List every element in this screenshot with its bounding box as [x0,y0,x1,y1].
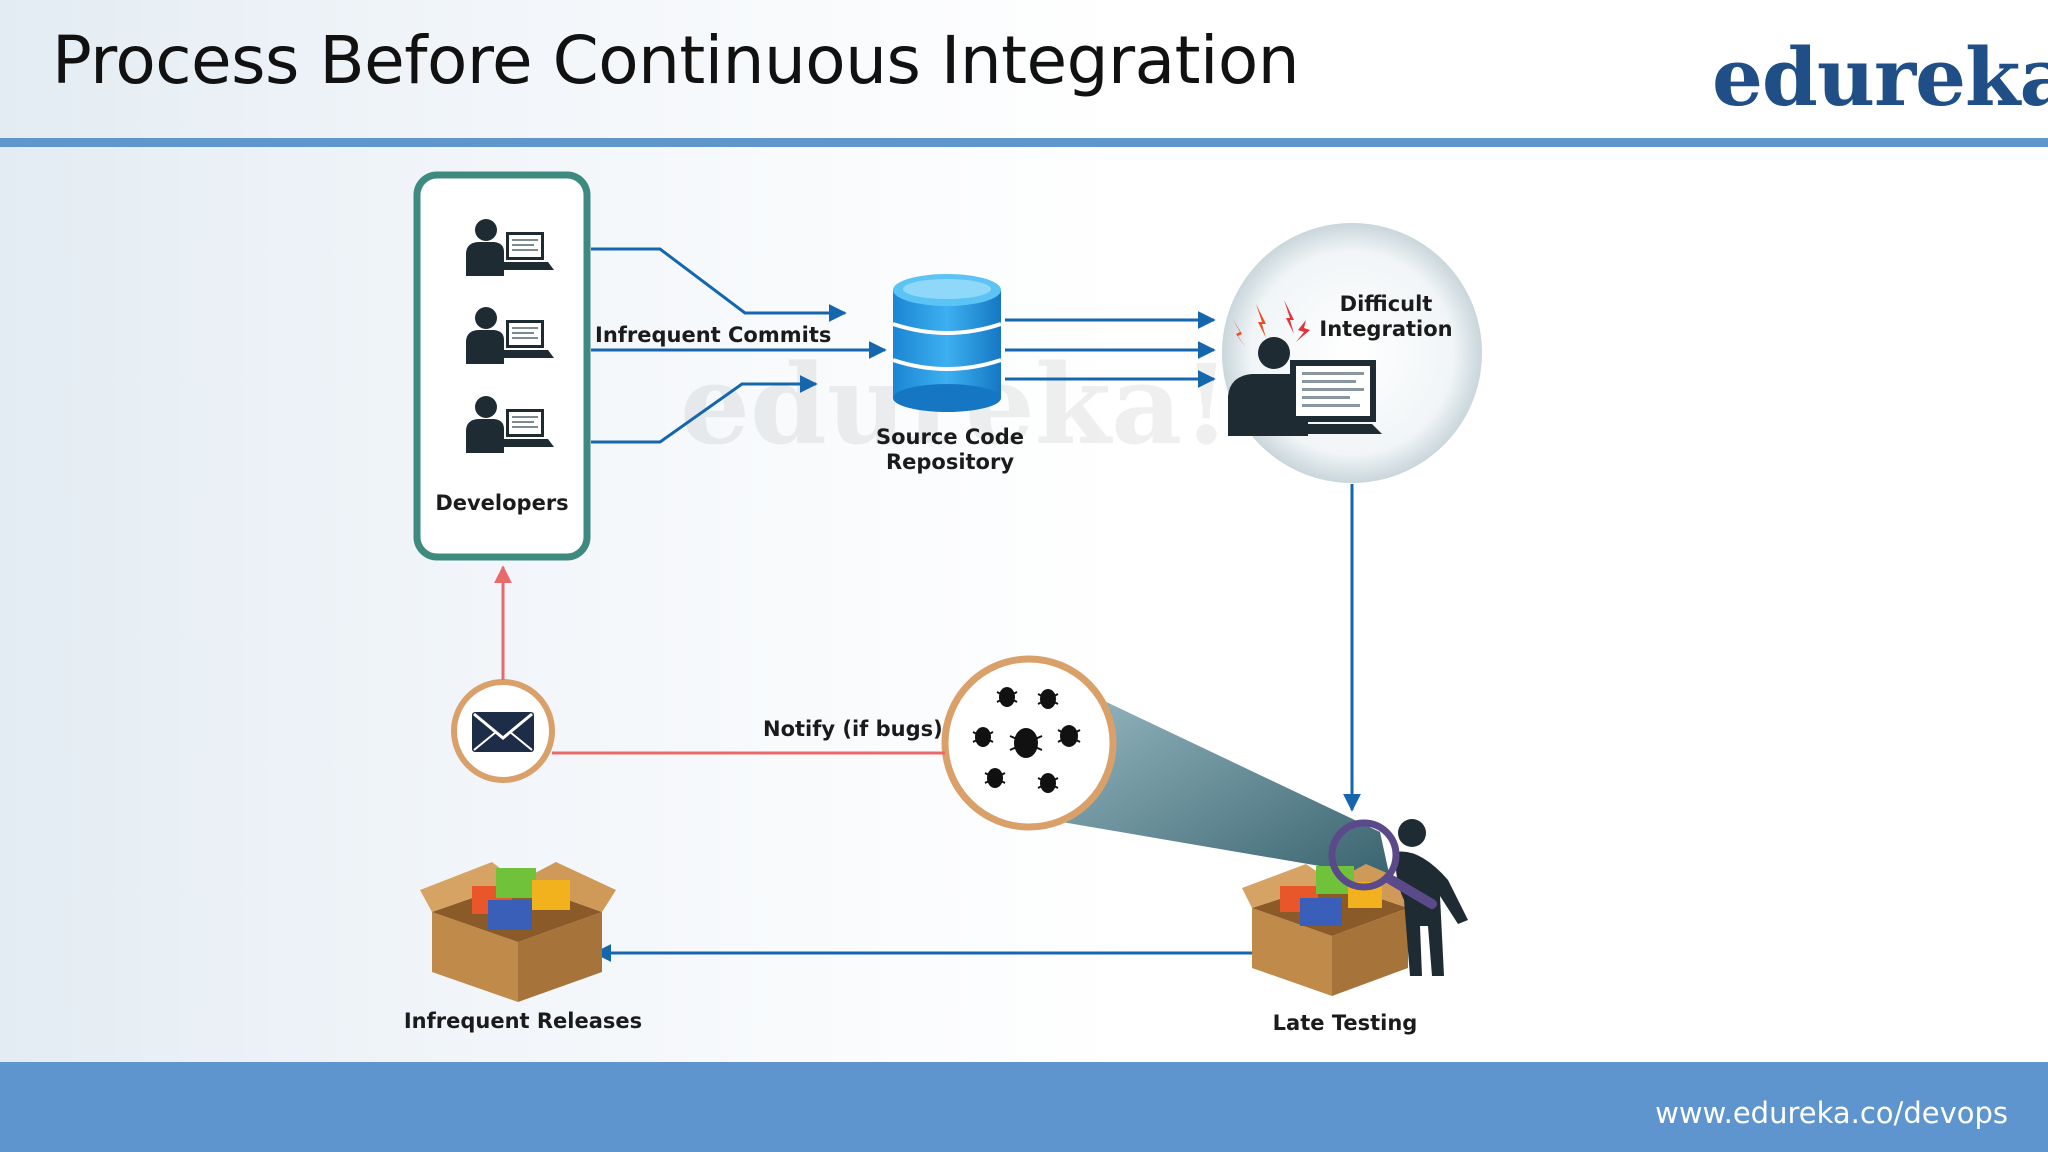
commit-arrow-bottom [591,375,818,444]
developer-icon [466,219,554,276]
integration-label-line2: Integration [1319,317,1453,341]
repo-label-line2: Repository [885,450,1015,474]
commit-arrow-top [591,247,847,322]
developers-label: Developers [435,491,569,515]
releases-label: Infrequent Releases [403,1009,643,1033]
footer-url: www.edureka.co/devops [1655,1096,2008,1130]
bugs-icon [972,687,1081,793]
database-icon [892,274,1002,412]
magnifier-icon [1328,819,1437,909]
package-icon [420,862,616,1002]
package-icon [1242,864,1422,996]
integration-label-line1: Difficult [1339,292,1433,316]
commits-label: Infrequent Commits [595,323,832,347]
tester-icon [1395,819,1468,976]
frustrated-developer-icon [1228,337,1382,436]
footer-bar [0,1062,2048,1152]
developers-box [413,171,591,561]
testing-label: Late Testing [1272,1011,1418,1035]
magnifier-beam [1050,680,1390,878]
slide-title: Process Before Continuous Integration [52,22,1300,99]
developer-icon [466,307,554,364]
repo-label-line1: Source Code [876,425,1024,449]
edureka-logo: edureka! [1712,30,2048,124]
developer-icon [466,396,554,453]
stress-lightning-icon [1232,300,1310,348]
notify-label: Notify (if bugs) [763,717,943,741]
header-rule [0,138,2048,147]
envelope-icon [472,712,534,752]
